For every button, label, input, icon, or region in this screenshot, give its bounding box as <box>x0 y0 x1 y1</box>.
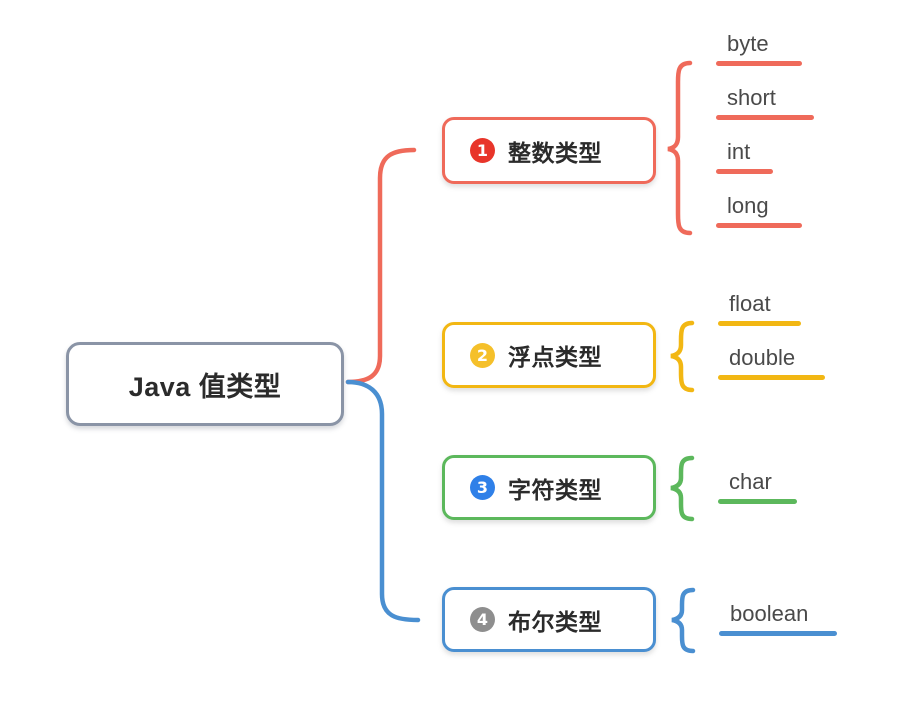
leaf-underline <box>719 631 837 636</box>
leaf-underline <box>716 61 802 66</box>
branch-label-2: 浮点类型 <box>508 344 602 370</box>
root-node[interactable]: Java 值类型 <box>66 342 344 426</box>
brace-branch-1 <box>667 60 693 236</box>
leaf-label: double <box>729 345 796 370</box>
leaf-label: long <box>727 193 769 218</box>
leaf-label: int <box>727 139 751 164</box>
branch-label-4: 布尔类型 <box>508 608 602 635</box>
leaf-label: byte <box>727 31 769 56</box>
branch-badge-3: 3 <box>470 475 495 500</box>
leaf-item[interactable]: double <box>718 344 825 380</box>
branch-badge-4: 4 <box>470 607 495 632</box>
leaf-item[interactable]: short <box>716 84 814 120</box>
brace-branch-2 <box>670 320 695 393</box>
leaf-item[interactable]: byte <box>716 30 802 66</box>
leaf-underline <box>716 223 802 228</box>
connector-root-to-branch-4 <box>345 379 421 623</box>
leaf-underline <box>718 321 801 326</box>
leaf-underline <box>718 375 825 380</box>
leaf-item[interactable]: char <box>718 468 797 504</box>
leaf-label: short <box>727 85 776 110</box>
leaf-underline <box>716 115 814 120</box>
connector-root-to-branch-1 <box>345 147 417 385</box>
leaf-item[interactable]: int <box>716 138 773 174</box>
leaf-underline <box>718 499 797 504</box>
brace-branch-3 <box>670 455 695 522</box>
leaf-item[interactable]: float <box>718 290 801 326</box>
branch-label-3: 字符类型 <box>508 476 602 503</box>
leaf-underline <box>716 169 773 174</box>
leaf-label: boolean <box>730 601 809 626</box>
branch-node-char[interactable]: 3 字符类型 <box>442 455 656 520</box>
root-node-label: Java 值类型 <box>128 371 282 402</box>
leaf-item[interactable]: long <box>716 192 802 228</box>
brace-branch-4 <box>671 587 696 654</box>
branch-badge-2: 2 <box>470 342 495 368</box>
branch-node-boolean[interactable]: 4 布尔类型 <box>442 587 656 652</box>
branch-node-integer[interactable]: 1 整数类型 <box>442 117 656 184</box>
branch-label-1: 整数类型 <box>508 139 602 166</box>
leaf-label: char <box>729 469 772 494</box>
leaf-label: float <box>729 291 771 316</box>
branch-badge-1: 1 <box>470 138 495 163</box>
leaf-item[interactable]: boolean <box>719 600 837 636</box>
branch-node-float[interactable]: 2 浮点类型 <box>442 322 656 388</box>
